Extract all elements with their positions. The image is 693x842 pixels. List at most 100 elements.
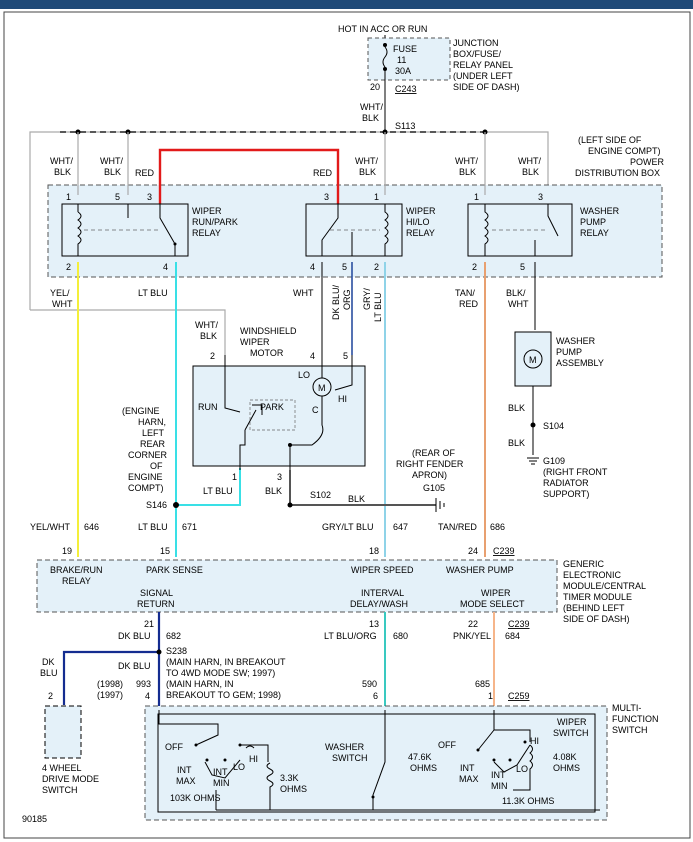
hl-bot-wht: WHT: [293, 288, 314, 298]
lw-590: 590: [362, 679, 377, 689]
s113-wire-1: WHT/: [360, 102, 383, 112]
wiper-motor: [192, 365, 366, 467]
rp-wire-whtblk-5b: BLK: [104, 167, 121, 177]
wr-pin-1: 1: [474, 192, 479, 202]
hl-switch: [321, 204, 353, 256]
mfs-connector: C259: [508, 691, 530, 701]
rs-off: OFF: [438, 740, 456, 750]
motor-lo-label: LO: [298, 370, 310, 380]
pump-name-1: WASHER: [556, 336, 596, 346]
hl-pin-2: 2: [374, 262, 379, 272]
gem-label-relay: RELAY: [62, 576, 91, 586]
ls-103k: 103K OHMS: [170, 793, 221, 803]
gem-desc-1: GENERIC: [563, 559, 605, 569]
lw-dkblu3: DK BLU: [118, 661, 151, 671]
gem-label-washer: WASHER PUMP: [446, 565, 514, 575]
motor-hi-label: HI: [338, 394, 347, 404]
wr-name-2: PUMP: [580, 217, 606, 227]
relay-run-park: [61, 203, 189, 257]
mfs-pin-4: 4: [145, 691, 150, 701]
mfs-name-1: MULTI-: [612, 703, 641, 713]
pdb-line1: (LEFT SIDE OF: [578, 135, 642, 145]
rp-pin-5: 5: [115, 192, 120, 202]
fuse-label: FUSE: [393, 44, 417, 54]
junction-box: [367, 37, 451, 81]
s102-label: S102: [310, 490, 331, 500]
wr-name-1: WASHER: [580, 206, 620, 216]
s113-label: S113: [395, 121, 415, 131]
lw-685: 685: [475, 679, 490, 689]
hl-name-2: HI/LO: [406, 217, 430, 227]
rp-wire-whtblk-1b: BLK: [54, 167, 71, 177]
rp-pin-4: 4: [163, 262, 168, 272]
pdb-line2: ENGINE COMPT): [588, 146, 661, 156]
pdb-line4: DISTRIBUTION BOX: [575, 168, 660, 178]
ws-2: SWITCH: [332, 753, 368, 763]
mfs-name-3: SWITCH: [612, 725, 648, 735]
pump-m: M: [529, 355, 537, 365]
lw-blu: BLU: [40, 668, 58, 678]
wiper-switch-right: [477, 710, 531, 751]
g109-loc-1: (RIGHT FRONT: [543, 467, 608, 477]
s146-desc-6: OF: [150, 461, 163, 471]
rp-name-1: WIPER: [192, 206, 222, 216]
gem-pin-15: 15: [160, 546, 170, 556]
gem-desc-5: (BEHIND LEFT: [563, 603, 625, 613]
rp-pin-1: 1: [66, 192, 71, 202]
ls-int2: INT: [213, 767, 228, 777]
gem-wire-yel-n: 646: [84, 522, 99, 532]
s146-desc-3: LEFT: [142, 428, 165, 438]
rp-coil-icon: [77, 204, 82, 256]
hl-name-3: RELAY: [406, 228, 435, 238]
motor-park-label: PARK: [260, 402, 284, 412]
fourwd-switch: [44, 705, 82, 759]
washer-switch: [372, 710, 386, 810]
ls-3k-ohms: OHMS: [280, 784, 307, 794]
lw-s238-d4: BREAKOUT TO GEM; 1998): [166, 690, 281, 700]
gem-desc-6: SIDE OF DASH): [563, 614, 630, 624]
fuse-connector: C243: [395, 84, 417, 94]
hl-pin-3: 3: [324, 192, 329, 202]
gem-label-park: PARK SENSE: [146, 565, 203, 575]
wr-bot-tan-a: TAN/: [455, 288, 475, 298]
gem-label-wiper: WIPER: [481, 588, 511, 598]
rp-wire-red: RED: [135, 168, 155, 178]
hl-wire-whtblk-a: WHT/: [355, 156, 378, 166]
motor-c-label: C: [312, 405, 319, 415]
gem-pin-13: 13: [369, 619, 379, 629]
rp-bot-yel-b: WHT: [52, 299, 73, 309]
g105-label: G105: [423, 483, 445, 493]
fourwd-name-1: 4 WHEEL: [42, 763, 82, 773]
motor-run-label: RUN: [198, 402, 218, 412]
rs-int2: INT: [491, 770, 506, 780]
gem-label-speed: WIPER SPEED: [351, 565, 414, 575]
page-border: [3, 11, 691, 839]
ls-hi: HI: [249, 754, 258, 764]
gem-pin-18: 18: [369, 546, 379, 556]
g105-loc-2: RIGHT FENDER: [396, 459, 464, 469]
red-wire: [158, 148, 340, 205]
lw-680: 680: [393, 631, 408, 641]
gem-label-delay: DELAY/WASH: [350, 599, 408, 609]
motor-pin-1: 1: [232, 472, 237, 482]
lw-dkblu: DK BLU: [118, 631, 151, 641]
s104-label: S104: [543, 421, 564, 431]
rs-lo: LO: [516, 764, 528, 774]
fourwd-name-2: DRIVE MODE: [42, 774, 99, 784]
gem-connector-bot: C239: [508, 619, 530, 629]
fourwd-name-3: SWITCH: [42, 785, 78, 795]
s146-desc-1: (ENGINE: [122, 406, 160, 416]
gem-pin-24: 24: [468, 546, 478, 556]
lw-s238-d2: TO 4WD MODE SW; 1997): [166, 668, 275, 678]
wiper-switch-2: SWITCH: [553, 728, 589, 738]
gem-label-return: RETURN: [137, 599, 175, 609]
fuse-panel-line2: BOX/FUSE/: [453, 49, 502, 59]
rp-bot-yel-a: YEL/: [50, 288, 70, 298]
wr-pin-3: 3: [538, 192, 543, 202]
motor-pin-3: 3: [277, 472, 282, 482]
gem-wire-ltblu-n: 671: [182, 522, 197, 532]
lw-1998: (1998): [97, 679, 123, 689]
motor-wire-top-b: BLK: [200, 331, 217, 341]
